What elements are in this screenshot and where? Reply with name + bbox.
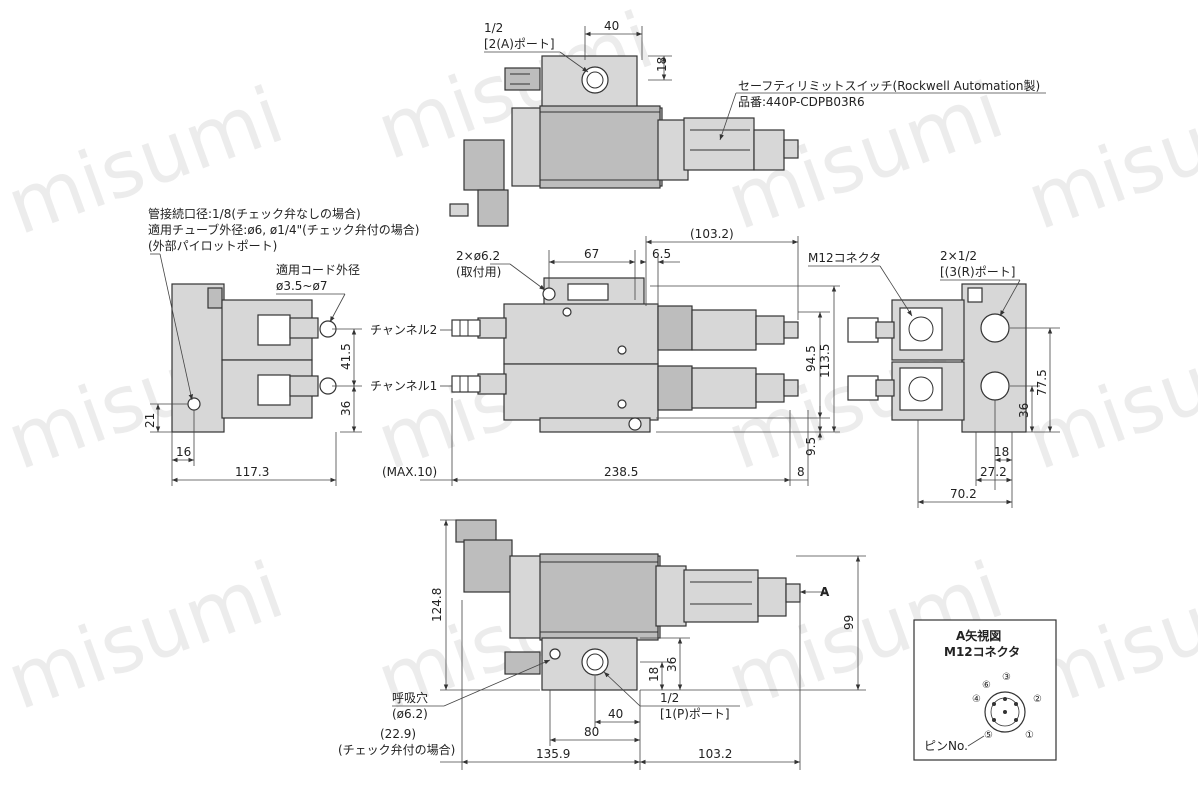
port-1-hole (581, 648, 609, 676)
dim-27-2: 27.2 (980, 465, 1007, 479)
front-pilot-fitting-1 (451, 375, 481, 393)
port-3-size: 2×1/2 (940, 249, 977, 263)
front-bottom-block (539, 417, 651, 433)
bottom-coil-connector (455, 519, 497, 543)
channel-2-label: チャンネル2 (370, 323, 437, 337)
port-3-hole-upper (980, 313, 1010, 343)
left-side-view: 管接続口径:1/8(チェック弁なしの場合) 適用チューブ外径:ø6, ø1/4"… (143, 206, 419, 486)
pin-1-label: ① (1025, 730, 1034, 741)
mount-holes-label: 2×ø6.2 (456, 249, 500, 263)
pin-3-label: ③ (1002, 672, 1011, 683)
part-number-label: 品番:440P-CDPB03R6 (738, 95, 865, 109)
dim-18-top: 18 (655, 57, 669, 72)
dim-135-9: 135.9 (536, 747, 570, 761)
bottom-view: A 124.8 99 36 18 呼吸穴 (ø6.2) 1/2 [1(P)ポート… (338, 519, 866, 770)
port-2-size: 1/2 (484, 21, 503, 35)
dim-103-2-front: (103.2) (690, 227, 734, 241)
pipe-note-3: (外部パイロットポート) (148, 238, 277, 253)
port-2-hole (581, 66, 609, 94)
top-coil-cover (463, 139, 505, 191)
pin-6-label: ⑥ (982, 680, 991, 691)
safety-switch-label: セーフティリミットスイッチ(Rockwell Automation製) (738, 79, 1040, 93)
dim-36-bottom: 36 (665, 657, 679, 672)
breather-label: 呼吸穴 (392, 690, 428, 705)
m12-connector-label: M12コネクタ (808, 251, 881, 265)
dim-36-left: 36 (339, 401, 353, 416)
front-channel-1-body (503, 363, 659, 421)
front-channel-2-body (503, 303, 659, 365)
connector-view: A矢視図 M12コネクタ ① ② ③ ④ ⑤ ⑥ ピンNo. (913, 619, 1057, 761)
dim-117-3: 117.3 (235, 465, 269, 479)
breather-size: (ø6.2) (392, 707, 428, 721)
breather-hole (549, 648, 561, 660)
dim-80: 80 (584, 725, 599, 739)
top-switch-mount (657, 119, 689, 181)
dim-22-9: (22.9) (380, 727, 416, 741)
bottom-coil-cover (463, 539, 513, 593)
view-arrow-a: A (820, 585, 830, 599)
pipe-note-2: 適用チューブ外径:ø6, ø1/4"(チェック弁付の場合) (148, 222, 419, 237)
dim-21: 21 (143, 413, 157, 428)
front-pilot-fitting-2 (451, 319, 481, 337)
dim-70-2: 70.2 (950, 487, 977, 501)
top-safety-switch (683, 117, 755, 171)
port-1-size: 1/2 (660, 691, 679, 705)
dim-94-5: 94.5 (804, 345, 818, 372)
connector-view-title-1: A矢視図 (956, 628, 1001, 643)
dim-40-bottom: 40 (608, 707, 623, 721)
cord-label: 適用コード外径 (276, 262, 360, 277)
top-solenoid (539, 105, 661, 189)
dim-124-8: 124.8 (430, 588, 444, 622)
pin-center (1003, 710, 1007, 714)
pipe-note-1: 管接続口径:1/8(チェック弁なしの場合) (148, 206, 361, 221)
dim-40-top: 40 (604, 19, 619, 33)
right-side-view: M12コネクタ 2×1/2 [(3(R)ポート] 77.5 36 18 27.2… (808, 249, 1060, 508)
port-3-hole-lower (980, 371, 1010, 401)
watermark: misumi (0, 546, 295, 728)
pin-5-label: ⑤ (984, 730, 993, 741)
dim-6-5: 6.5 (652, 247, 671, 261)
connector-view-title-2: M12コネクタ (944, 645, 1020, 659)
dim-99: 99 (842, 615, 856, 630)
left-pilot-port (187, 397, 201, 411)
mount-hole-bottom (628, 417, 642, 431)
top-coil-connector (477, 189, 509, 227)
dim-18-bottom: 18 (647, 667, 661, 682)
top-view: 40 18 1/2 [2(A)ポート] セーフティリミットスイッチ(Rockwe… (449, 19, 1046, 227)
dim-36-right: 36 (1017, 403, 1031, 418)
bottom-safety-switch (683, 569, 759, 623)
channel-1-label: チャンネル1 (370, 379, 437, 393)
top-pilot-fitting (504, 67, 541, 91)
dim-77-5: 77.5 (1035, 369, 1049, 396)
mount-note: (取付用) (456, 265, 501, 279)
bottom-solenoid (539, 553, 659, 641)
dim-103-2-bottom: 103.2 (698, 747, 732, 761)
front-switch-1 (691, 367, 757, 409)
pin-2-label: ② (1033, 694, 1042, 705)
front-view: チャンネル2 チャンネル1 2×ø6.2 (取付用) 67 (103.2) 6.… (370, 227, 840, 486)
bottom-pilot-fitting (504, 651, 541, 675)
pin-4-label: ④ (972, 694, 981, 705)
dim-8: 8 (797, 465, 805, 479)
pin-number-label: ピンNo. (924, 739, 968, 753)
dim-67: 67 (584, 247, 599, 261)
cord-range: ø3.5~ø7 (276, 279, 327, 293)
check-valve-note: (チェック弁付の場合) (338, 742, 455, 757)
front-switch-2 (691, 309, 757, 351)
port-1-label: [1(P)ポート] (660, 707, 730, 721)
dim-18-right: 18 (994, 445, 1009, 459)
connector-view-frame (913, 619, 1057, 761)
dim-max10: (MAX.10) (382, 465, 437, 479)
dim-238-5: 238.5 (604, 465, 638, 479)
dim-41-5: 41.5 (339, 343, 353, 370)
dim-9-5: 9.5 (804, 437, 818, 456)
dim-16: 16 (176, 445, 191, 459)
dim-113-5: 113.5 (818, 344, 832, 378)
port-3-label: [(3(R)ポート] (940, 265, 1015, 279)
port-2-label: [2(A)ポート] (484, 37, 555, 51)
